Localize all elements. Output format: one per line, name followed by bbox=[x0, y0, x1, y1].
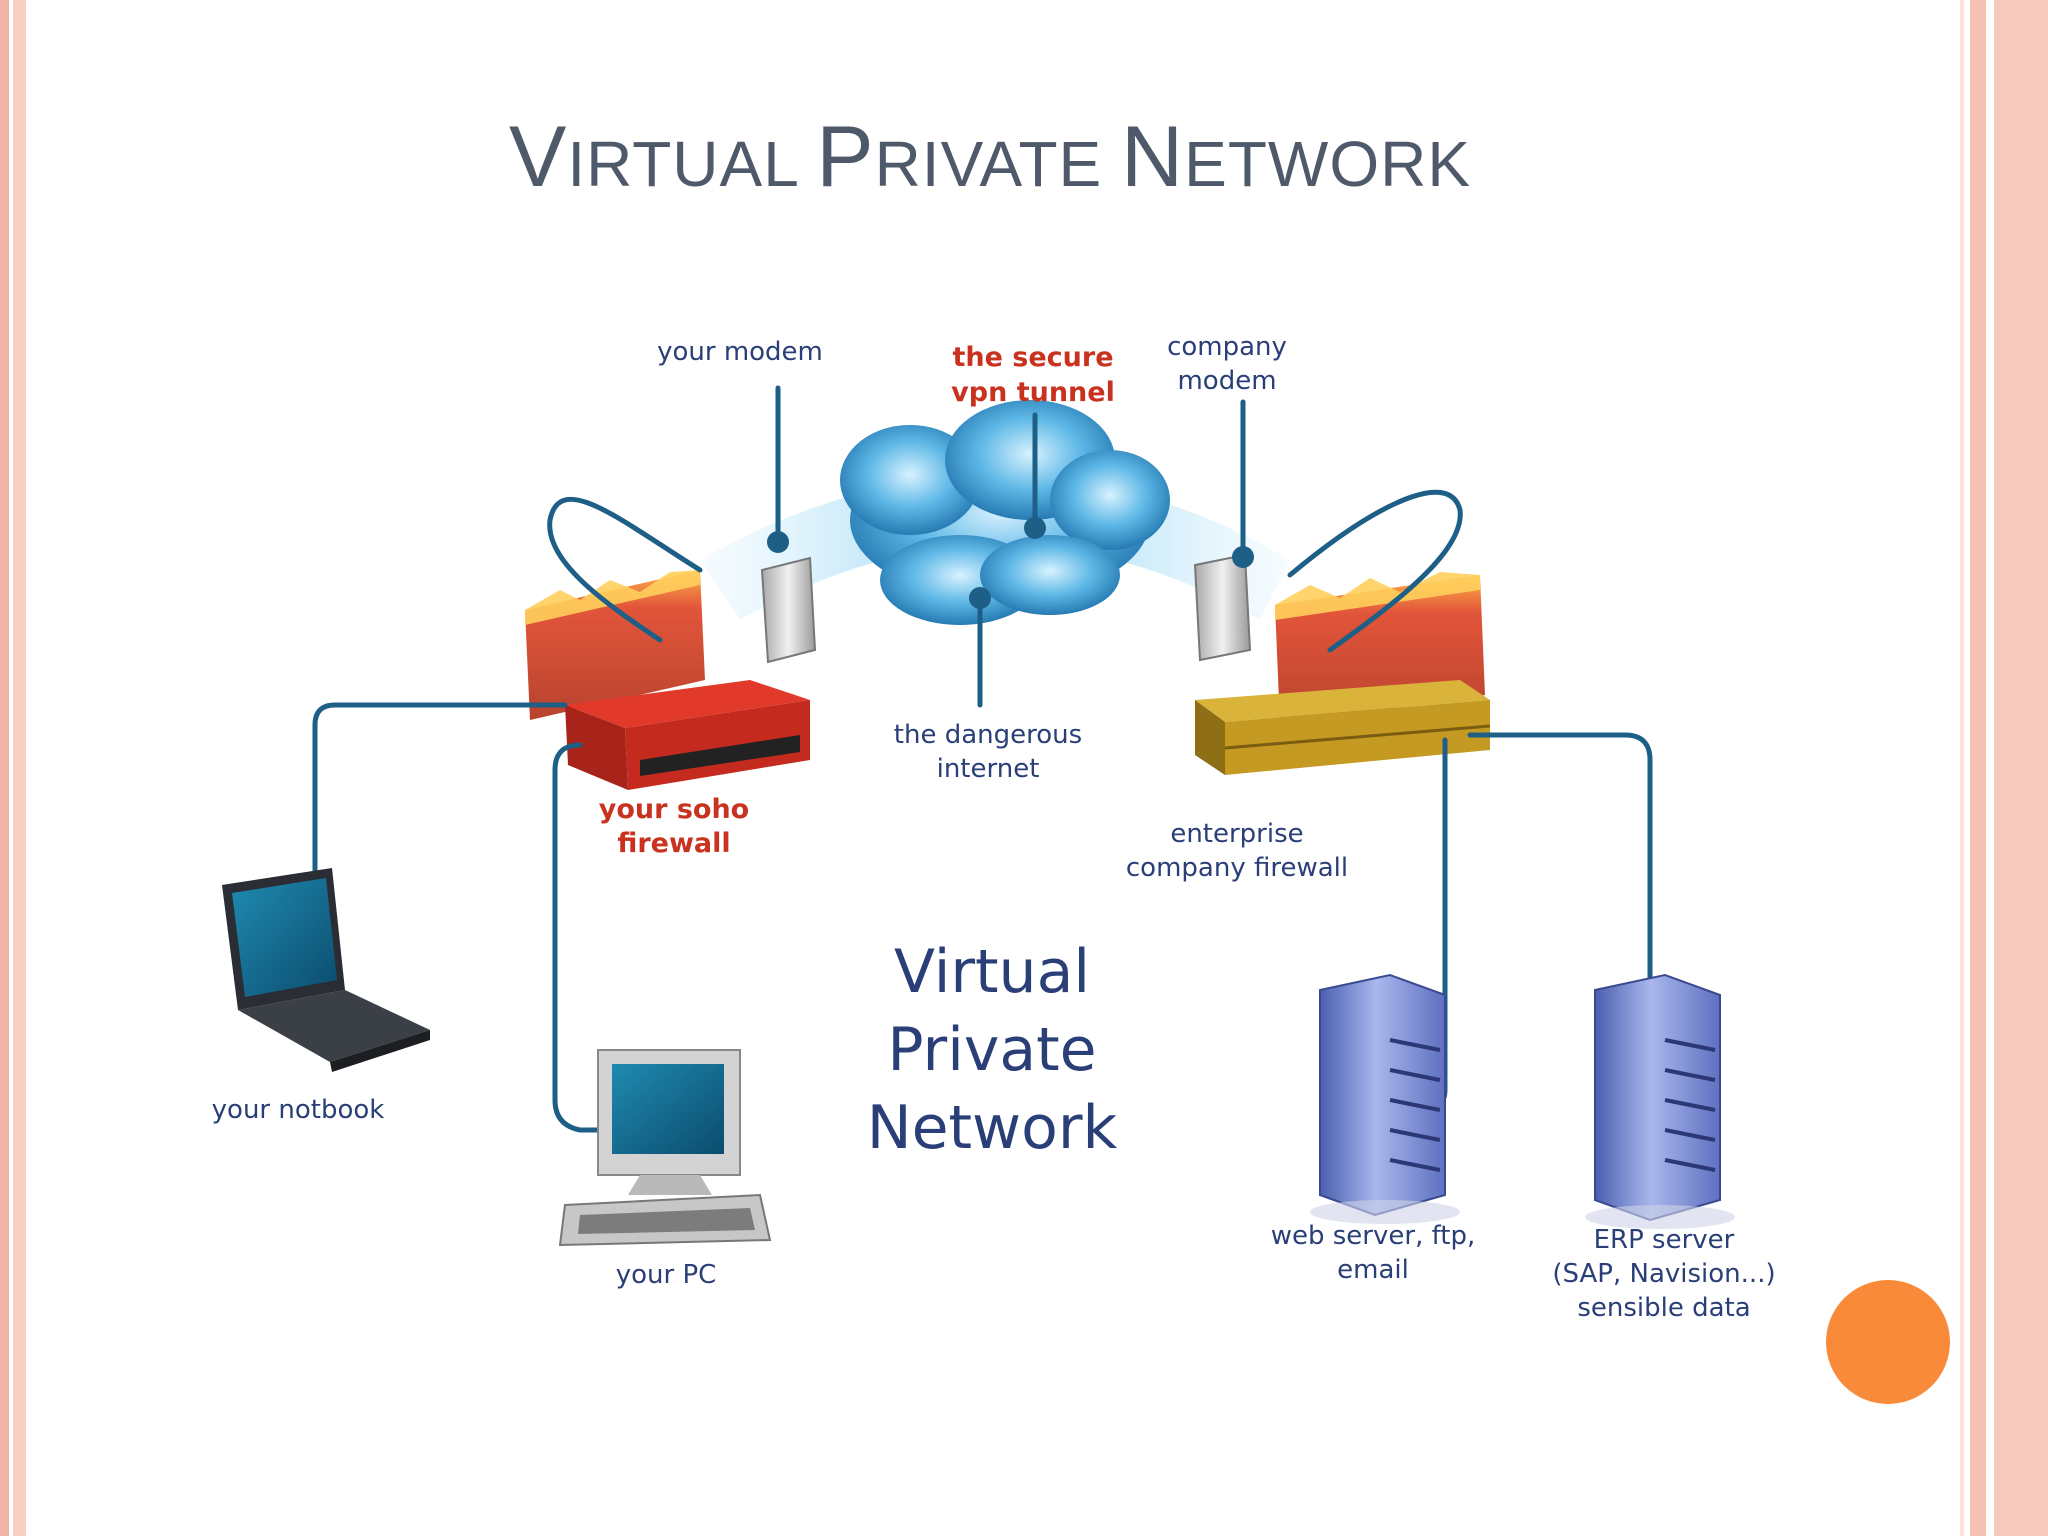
slide-title: VIRTUAL PRIVATE NETWORK bbox=[0, 108, 1980, 207]
enterprise-firewall-label-2: company firewall bbox=[1126, 853, 1348, 883]
notebook-label: your notbook bbox=[212, 1095, 385, 1125]
secure-tunnel-label-1: the secure bbox=[952, 342, 1113, 373]
erp-server-label-1: ERP server bbox=[1594, 1225, 1735, 1255]
pc-label: your PC bbox=[616, 1260, 717, 1290]
erp-server-label-2: (SAP, Navision...) bbox=[1552, 1259, 1775, 1289]
left-firewall-wall-icon bbox=[525, 570, 705, 720]
company-modem-label-1: company bbox=[1167, 332, 1287, 362]
soho-firewall-label-1: your soho bbox=[599, 794, 749, 825]
soho-firewall-device-icon bbox=[565, 680, 810, 790]
erp-server-label-3: sensible data bbox=[1577, 1293, 1750, 1323]
center-text-network: Network bbox=[867, 1093, 1118, 1163]
pc-wire bbox=[552, 742, 603, 1133]
center-text-virtual: Virtual bbox=[894, 937, 1090, 1007]
dangerous-internet-label-1: the dangerous bbox=[894, 720, 1082, 750]
pc-icon bbox=[558, 1049, 772, 1247]
internet-pointer-dot bbox=[969, 587, 991, 609]
web-server-icon bbox=[1310, 973, 1460, 1224]
title-initial-3: N bbox=[1121, 109, 1185, 205]
web-server-label-1: web server, ftp, bbox=[1271, 1221, 1476, 1251]
notebook-icon bbox=[222, 868, 430, 1072]
your-modem-label: your modem bbox=[657, 337, 823, 367]
company-modem-label-2: modem bbox=[1177, 366, 1276, 396]
secure-tunnel-pointer-dot bbox=[1024, 517, 1046, 539]
title-initial-1: V bbox=[508, 109, 568, 205]
company-modem-icon bbox=[1193, 553, 1252, 662]
orange-accent-circle bbox=[1826, 1280, 1950, 1404]
company-modem-pointer-dot bbox=[1232, 546, 1254, 568]
erp-server-icon bbox=[1585, 973, 1735, 1229]
soho-firewall-label-2: firewall bbox=[617, 828, 730, 859]
center-text-private: Private bbox=[887, 1015, 1096, 1085]
title-initial-2: P bbox=[816, 109, 875, 205]
title-rest-3: ETWORK bbox=[1184, 128, 1471, 200]
title-rest-1: IRTUAL bbox=[567, 128, 817, 200]
enterprise-firewall-device-icon bbox=[1195, 680, 1491, 775]
notebook-wire bbox=[312, 702, 568, 873]
title-rest-2: RIVATE bbox=[874, 128, 1122, 200]
dangerous-internet-label-2: internet bbox=[937, 754, 1040, 784]
web-server-label-2: email bbox=[1337, 1255, 1409, 1285]
left-decorative-border bbox=[0, 0, 26, 1536]
internet-cloud-icon bbox=[840, 400, 1170, 625]
right-cable-loop bbox=[1287, 489, 1463, 653]
secure-tunnel-label-2: vpn tunnel bbox=[951, 377, 1115, 408]
enterprise-firewall-label-1: enterprise bbox=[1170, 819, 1303, 849]
erp-server-wire bbox=[1467, 732, 1653, 983]
right-decorative-border bbox=[1960, 0, 2048, 1536]
your-modem-pointer-dot bbox=[767, 531, 789, 553]
your-modem-icon bbox=[760, 556, 817, 664]
left-cable-loop bbox=[547, 496, 703, 643]
